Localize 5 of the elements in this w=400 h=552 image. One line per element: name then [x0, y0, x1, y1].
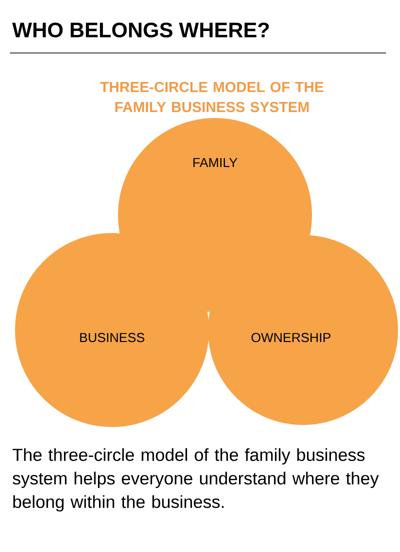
- heading: WHO BELONGS WHERE?: [12, 22, 269, 38]
- node-label: BUSINESS: [80, 332, 144, 342]
- node-label: OWNERSHIP: [252, 332, 330, 342]
- node-label: FAMILY: [193, 158, 238, 168]
- caption: The three-circle model of the family business system helps everyone understand where they belong within the business.: [12, 448, 379, 512]
